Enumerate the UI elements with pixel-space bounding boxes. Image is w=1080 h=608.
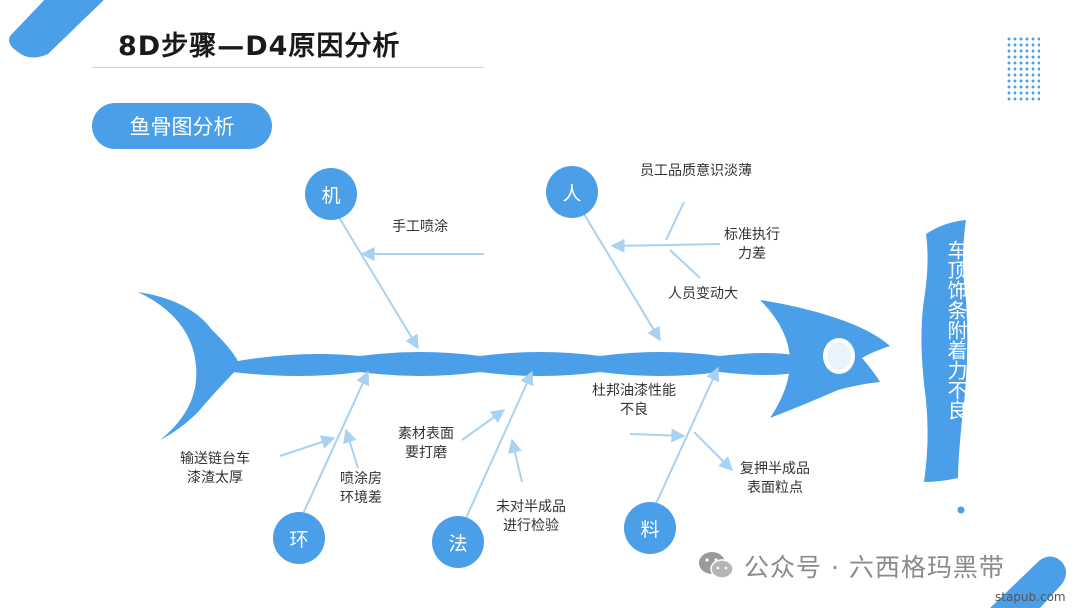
cause-environment-2-line1: 喷涂房	[340, 471, 382, 487]
cause-man-2-line1: 标准执行	[724, 227, 780, 243]
cause-man-1: 员工品质意识淡薄	[640, 163, 752, 179]
category-material-node: 料	[624, 502, 676, 554]
fish-spine	[232, 352, 800, 376]
wechat-icon	[699, 552, 734, 579]
bone-machine	[336, 213, 419, 350]
cause-material-1-line2: 不良	[620, 402, 648, 418]
cause-method-1: 素材表面 要打磨	[398, 425, 454, 463]
sub-bone-env-2	[343, 428, 359, 469]
corner-swoosh-top	[9, 0, 104, 58]
cause-material-2: 复押半成品 表面粒点	[740, 460, 810, 498]
cause-material-2-line1: 复押半成品	[740, 461, 810, 477]
cause-material-1: 杜邦油漆性能 不良	[592, 382, 676, 420]
cause-method-2-line1: 未对半成品	[496, 499, 566, 515]
sub-bone-method-2	[508, 438, 523, 483]
title-divider	[92, 67, 484, 68]
corner-swoosh-bottom	[990, 556, 1066, 608]
cause-method-1-line1: 素材表面	[398, 426, 454, 442]
cause-man-2-line2: 力差	[738, 246, 766, 262]
sub-bone-man-3	[669, 249, 701, 279]
watermark-text: 公众号 · 六西格玛黑带	[744, 553, 1005, 582]
dot-grid-decoration	[1006, 36, 1040, 102]
sub-bone-man-1	[665, 201, 685, 241]
sub-bone-material-2	[693, 431, 733, 471]
cause-material-1-line1: 杜邦油漆性能	[592, 383, 676, 399]
effect-banner	[921, 220, 968, 482]
cause-method-1-line2: 要打磨	[405, 445, 447, 461]
sub-bone-man-2	[610, 238, 721, 253]
sub-bone-env-1	[279, 435, 336, 457]
dot-accent	[957, 506, 965, 514]
cause-machine-1: 手工喷涂	[392, 219, 448, 235]
cause-environment-2: 喷涂房 环境差	[340, 470, 382, 508]
category-machine-node: 机	[305, 168, 357, 220]
bone-method	[465, 370, 534, 519]
fish-tail	[138, 292, 240, 440]
cause-man-3: 人员变动大	[668, 286, 738, 302]
section-badge: 鱼骨图分析	[92, 103, 272, 149]
cause-method-2: 未对半成品 进行检验	[496, 498, 566, 536]
sub-bone-material-1	[629, 428, 686, 443]
category-method-node: 法	[432, 516, 484, 568]
category-man-node: 人	[546, 166, 598, 218]
cause-material-2-line2: 表面粒点	[747, 480, 803, 496]
watermark-site: stapub.com	[995, 590, 1066, 604]
cause-method-2-line2: 进行检验	[503, 518, 559, 534]
cause-man-2: 标准执行 力差	[724, 226, 780, 264]
cause-environment-1-line1: 输送链台车	[180, 451, 250, 467]
category-environment-node: 环	[273, 512, 325, 564]
cause-environment-1: 输送链台车 漆渣太厚	[180, 450, 250, 488]
bone-material	[653, 366, 720, 509]
bone-man	[583, 213, 661, 342]
cause-environment-2-line2: 环境差	[340, 490, 382, 506]
cause-environment-1-line2: 漆渣太厚	[187, 470, 243, 486]
effect-label: 车顶饰条附着力不良	[944, 240, 968, 420]
slide-title: 8D步骤—D4原因分析	[118, 31, 401, 62]
sub-bone-method-1	[461, 409, 506, 441]
